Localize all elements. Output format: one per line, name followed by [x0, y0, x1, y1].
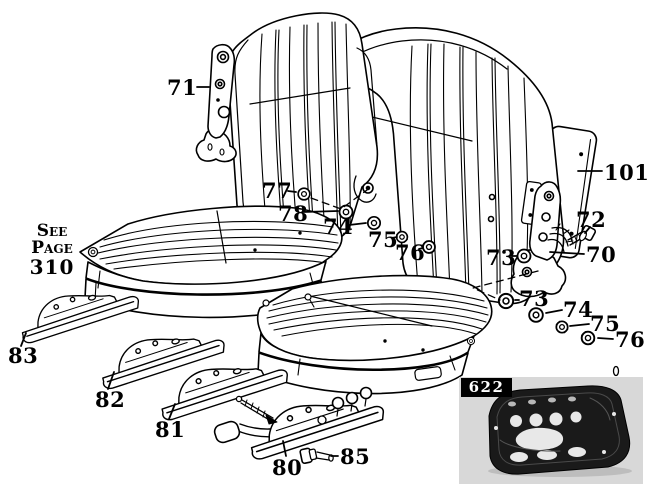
callout-70: 70 — [586, 242, 617, 267]
callout-101: 101 — [604, 160, 650, 185]
callout-73-upper: 73 — [486, 245, 517, 270]
callout-75-upper: 75 — [368, 227, 399, 252]
inset-part-number-badge: 622 — [461, 378, 512, 397]
callout-leader-lines — [20, 86, 614, 457]
callout-72: 72 — [576, 207, 607, 232]
see-page-note-line3: 310 — [29, 255, 75, 279]
callout-81: 81 — [155, 417, 186, 442]
callout-83: 83 — [8, 343, 39, 368]
bracket-71 — [195, 43, 237, 163]
callout-76-upper: 76 — [395, 240, 426, 265]
callout-76-lower: 76 — [615, 327, 646, 352]
callout-74-lower: 74 — [563, 297, 594, 322]
assist-spring — [235, 395, 278, 425]
seat-back-left — [227, 12, 379, 243]
see-page-note: See Page 310 — [26, 221, 78, 279]
callout-80: 80 — [272, 455, 303, 480]
assembly-dashed-lines — [310, 189, 539, 301]
fasteners — [87, 187, 620, 377]
seat-cushion-right — [256, 274, 493, 395]
callout-85: 85 — [340, 444, 371, 469]
callout-82: 82 — [95, 387, 126, 412]
callout-71: 71 — [167, 75, 198, 100]
see-page-note-line1: See — [36, 221, 68, 241]
seat-track-80 — [213, 386, 389, 462]
callout-77: 77 — [262, 178, 293, 203]
see-page-note-line2: Page — [31, 238, 73, 258]
callout-73-lower: 73 — [519, 286, 550, 311]
callout-75-lower: 75 — [590, 311, 621, 336]
bolt-85 — [299, 447, 334, 465]
callout-74-upper: 74 — [323, 214, 354, 239]
callout-78: 78 — [278, 201, 309, 226]
